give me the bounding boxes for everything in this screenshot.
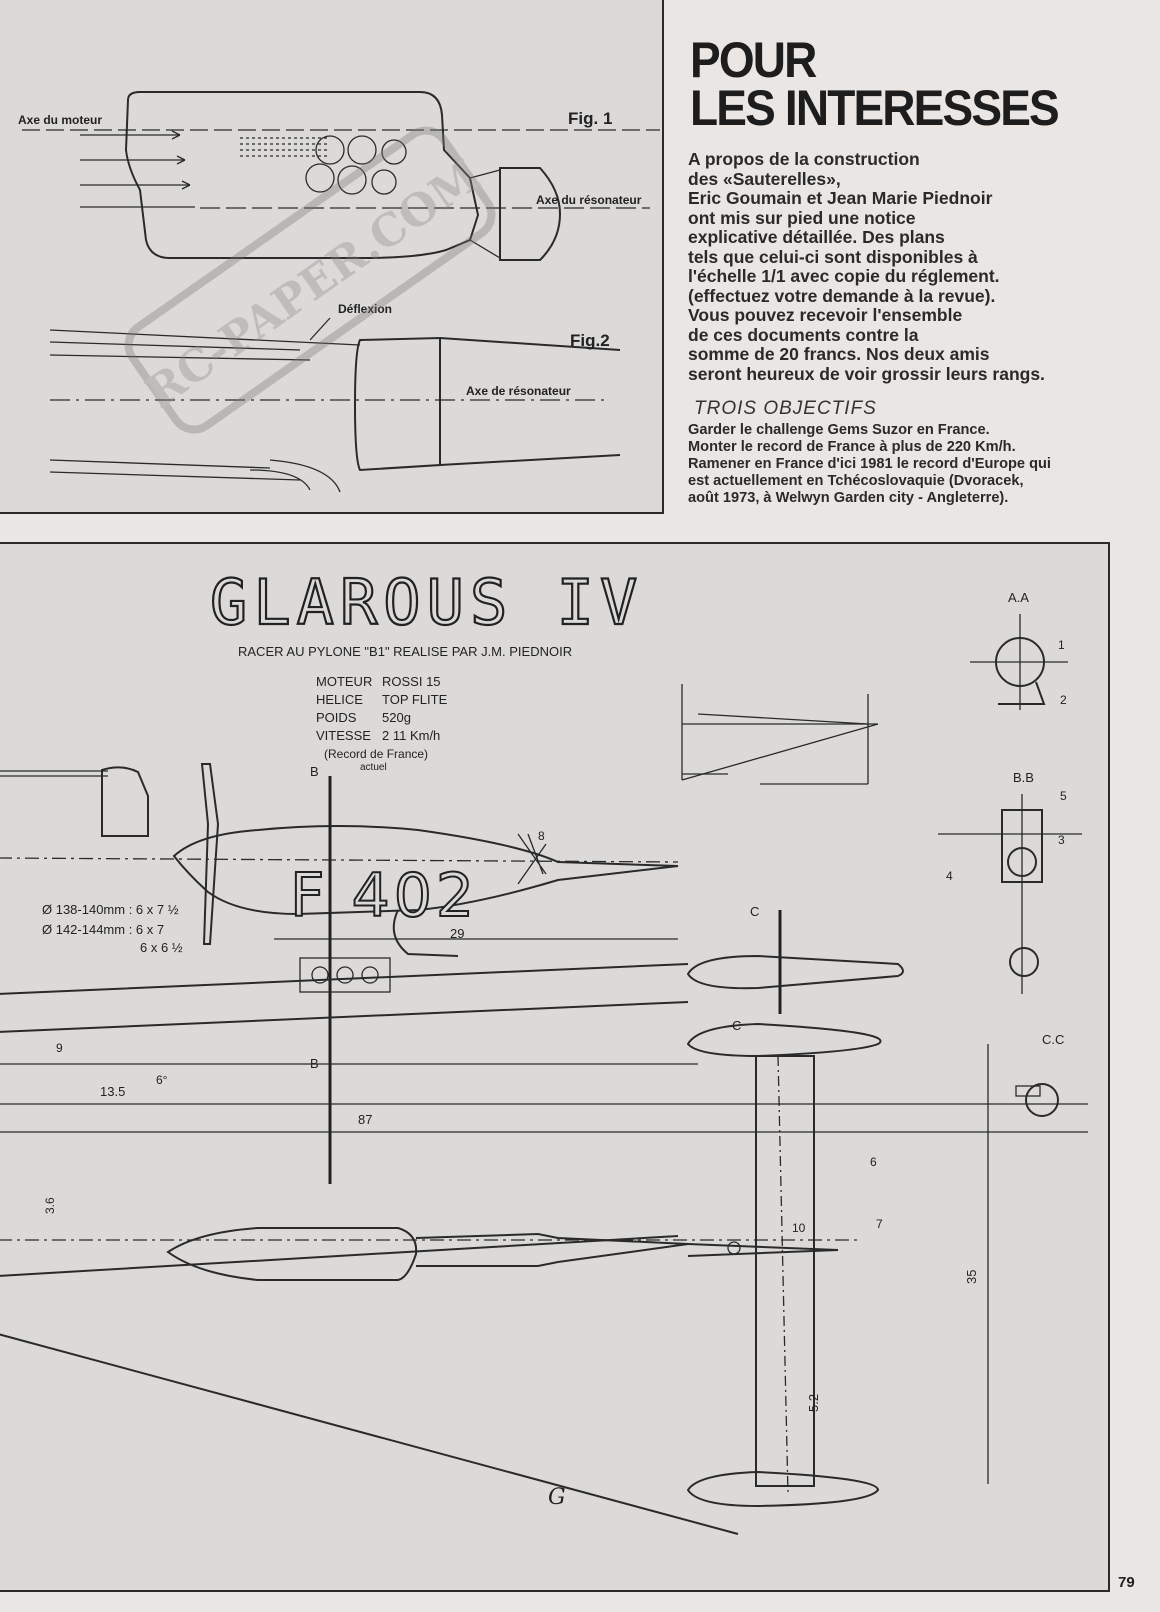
fig2-deflection-label: Déflexion	[338, 302, 392, 316]
wing-lines: 13.5 87 6°	[0, 963, 1088, 1535]
section-c-top: C	[750, 904, 759, 919]
fig2-axis-resonator-label: Axe de résonateur	[466, 384, 571, 398]
part-number: 1	[1058, 638, 1065, 652]
section-bb-label: B.B	[1013, 770, 1034, 785]
paragraph-line: seront heureux de voir grossir leurs ran…	[688, 363, 1045, 384]
dim-3-6: 3.6	[43, 1197, 57, 1214]
spec-value: TOP FLITE	[382, 692, 448, 707]
record-note: (Record de France)	[324, 747, 428, 761]
figures-panel: Axe du moteur Fig. 1 Axe du résonateur D…	[0, 0, 664, 514]
fig1-drawing: Axe du moteur Fig. 1 Axe du résonateur	[18, 91, 660, 261]
section-cc-label: C.C	[1042, 1032, 1064, 1047]
glarous-plan-drawing: GLAROUS IV RACER AU PYLONE "B1" REALISE …	[0, 565, 1088, 1535]
objective-line: est actuellement en Tchécoslovaquie (Dvo…	[688, 473, 1024, 489]
paragraph-line: explicative détaillée. Des plans	[688, 227, 945, 247]
designer-signature: G	[548, 1485, 566, 1510]
title-line-1: POUR	[690, 32, 817, 88]
article-title: POUR LES INTERESSES	[690, 32, 1111, 136]
spec-value: 520g	[382, 710, 411, 725]
objective-line: août 1973, à Welwyn Garden city - Anglet…	[688, 490, 1009, 506]
dim-87: 87	[358, 1112, 372, 1127]
spec-key: MOTEUR	[316, 674, 372, 689]
paragraph-line: ont mis sur pied une notice	[688, 207, 916, 228]
dim-35: 35	[964, 1270, 979, 1284]
prop-size-line: Ø 138-140mm : 6 x 7 ½	[42, 902, 179, 917]
plan-title: GLAROUS IV	[210, 566, 643, 639]
spec-value: ROSSI 15	[382, 674, 441, 689]
part-number: 8	[538, 829, 545, 843]
spec-value: 2 11 Km/h	[382, 728, 440, 743]
part-number: 6	[870, 1155, 877, 1169]
spec-key: HELICE	[316, 692, 363, 707]
side-view: F 402 29	[0, 763, 679, 993]
top-view: 3.6	[43, 1197, 839, 1281]
part-number: 2	[1060, 693, 1067, 707]
resonator-figures: Axe du moteur Fig. 1 Axe du résonateur D…	[18, 91, 660, 493]
objective-line: Monter le record de France à plus de 220…	[688, 439, 1016, 455]
part-numbers: 1 2 3 4 5 6 7 8 9 10	[56, 638, 1067, 1235]
paragraph-line: somme de 20 francs. Nos deux amis	[688, 344, 990, 364]
fig2-drawing: Déflexion Fig.2 Axe de résonateur	[49, 302, 621, 493]
flight-diagram	[681, 684, 879, 785]
paragraph-line: tels que celui-ci sont disponibles à	[688, 246, 978, 267]
plan-specs: MOTEUR ROSSI 15 HELICE TOP FLITE POIDS 5…	[316, 674, 448, 773]
wing-airfoils: 35 5.2	[686, 954, 989, 1508]
article-body: A propos de la construction des «Sautere…	[688, 149, 1148, 384]
fig2-label: Fig.2	[570, 331, 610, 350]
paragraph-line: de ces documents contre la	[688, 324, 919, 345]
part-number: 9	[56, 1041, 63, 1055]
paragraph-line: Vous pouvez recevoir l'ensemble	[688, 305, 963, 325]
fig1-axis-resonator-label: Axe du résonateur	[536, 193, 642, 207]
registration-number: F 402	[290, 861, 478, 931]
objectives-heading: TROIS OBJECTIFS	[694, 398, 877, 419]
part-number: 3	[1058, 833, 1065, 847]
fig1-label: Fig. 1	[568, 109, 612, 128]
plan-subtitle: RACER AU PYLONE "B1" REALISE PAR J.M. PI…	[238, 644, 572, 659]
part-number: 4	[946, 869, 953, 883]
objectives-list: Garder le challenge Gems Suzor en France…	[688, 422, 1148, 507]
fig1-axis-motor-label: Axe du moteur	[18, 113, 102, 127]
part-number: 7	[876, 1217, 883, 1231]
section-details: A.A B.B C.C	[938, 590, 1082, 1117]
dim-5-2: 5.2	[806, 1394, 821, 1412]
article: POUR LES INTERESSES A propos de la const…	[688, 32, 1148, 507]
part-number: 10	[792, 1221, 806, 1235]
paragraph-line: (effectuez votre demande à la revue).	[688, 285, 996, 306]
prop-sizes: Ø 138-140mm : 6 x 7 ½ Ø 142-144mm : 6 x …	[42, 902, 183, 955]
paragraph-line: Eric Goumain et Jean Marie Piednoir	[688, 188, 993, 208]
plan-panel: GLAROUS IV RACER AU PYLONE "B1" REALISE …	[0, 542, 1110, 1592]
part-number: 5	[1060, 789, 1067, 803]
paragraph-line: l'échelle 1/1 avec copie du réglement.	[688, 266, 1000, 286]
page-number: 79	[1118, 1574, 1135, 1591]
section-aa-label: A.A	[1008, 590, 1029, 605]
dim-13-5: 13.5	[100, 1084, 125, 1099]
objective-line: Garder le challenge Gems Suzor en France…	[688, 422, 990, 438]
prop-size-line: Ø 142-144mm : 6 x 7	[42, 922, 164, 937]
prop-size-line: 6 x 6 ½	[140, 940, 183, 955]
record-note-2: actuel	[360, 762, 387, 773]
dim-angle: 6°	[156, 1073, 168, 1087]
section-b-top: B	[310, 764, 319, 779]
dim-29: 29	[450, 926, 464, 941]
paragraph-line: des «Sauterelles»,	[688, 168, 841, 189]
paragraph-line: A propos de la construction	[688, 149, 920, 169]
title-line-2: LES INTERESSES	[690, 80, 1060, 136]
spec-key: POIDS	[316, 710, 357, 725]
objective-line: Ramener en France d'ici 1981 le record d…	[688, 456, 1051, 472]
spec-key: VITESSE	[316, 728, 371, 743]
